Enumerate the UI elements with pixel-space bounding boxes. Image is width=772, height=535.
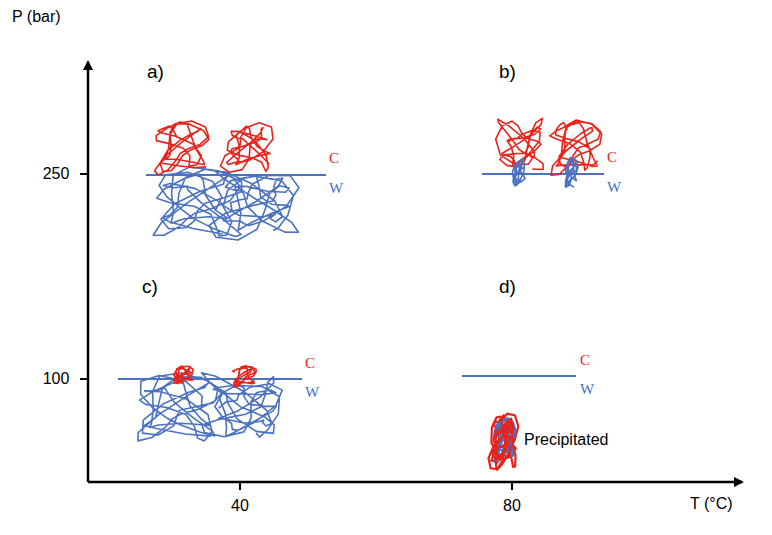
phase-label: W xyxy=(607,179,621,196)
coil-scribble xyxy=(233,366,257,387)
coil-scribble xyxy=(491,417,513,470)
interface-line xyxy=(482,173,604,175)
phase-label: W xyxy=(329,180,343,197)
tick xyxy=(80,378,88,380)
tick xyxy=(239,482,241,490)
coil-scribble xyxy=(209,172,299,240)
precipitate-label: Precipitated xyxy=(524,431,609,449)
panel-label: a) xyxy=(147,62,164,83)
coil-scribble xyxy=(153,167,242,237)
phase-label: W xyxy=(580,381,594,398)
tick xyxy=(80,173,88,175)
coil-scribble xyxy=(489,414,519,469)
phase-label: W xyxy=(305,384,319,401)
x-axis xyxy=(88,481,742,484)
coil-scribble xyxy=(496,118,543,169)
phase-label: C xyxy=(329,150,339,167)
tick xyxy=(511,482,513,490)
polymer-coils xyxy=(138,118,602,469)
tick-label: 40 xyxy=(231,497,249,515)
panel-label: b) xyxy=(499,62,516,83)
tick-label: 250 xyxy=(43,165,70,183)
tick-label: 100 xyxy=(43,370,70,388)
phase-label: C xyxy=(580,352,590,369)
coil-scribble xyxy=(155,121,210,175)
coil-scribble xyxy=(174,366,193,383)
panel-label: d) xyxy=(499,277,516,298)
coil-scribble xyxy=(220,123,273,173)
phase-label: C xyxy=(607,149,617,166)
phase-label: C xyxy=(305,355,315,372)
coil-scribble xyxy=(565,158,578,188)
coil-scribble xyxy=(513,158,526,186)
axis-title: T (°C) xyxy=(690,495,733,513)
panel-label: c) xyxy=(142,277,158,298)
y-axis xyxy=(87,62,90,482)
interface-line xyxy=(462,375,576,377)
axis-title: P (bar) xyxy=(12,8,61,26)
tick-label: 80 xyxy=(503,497,521,515)
